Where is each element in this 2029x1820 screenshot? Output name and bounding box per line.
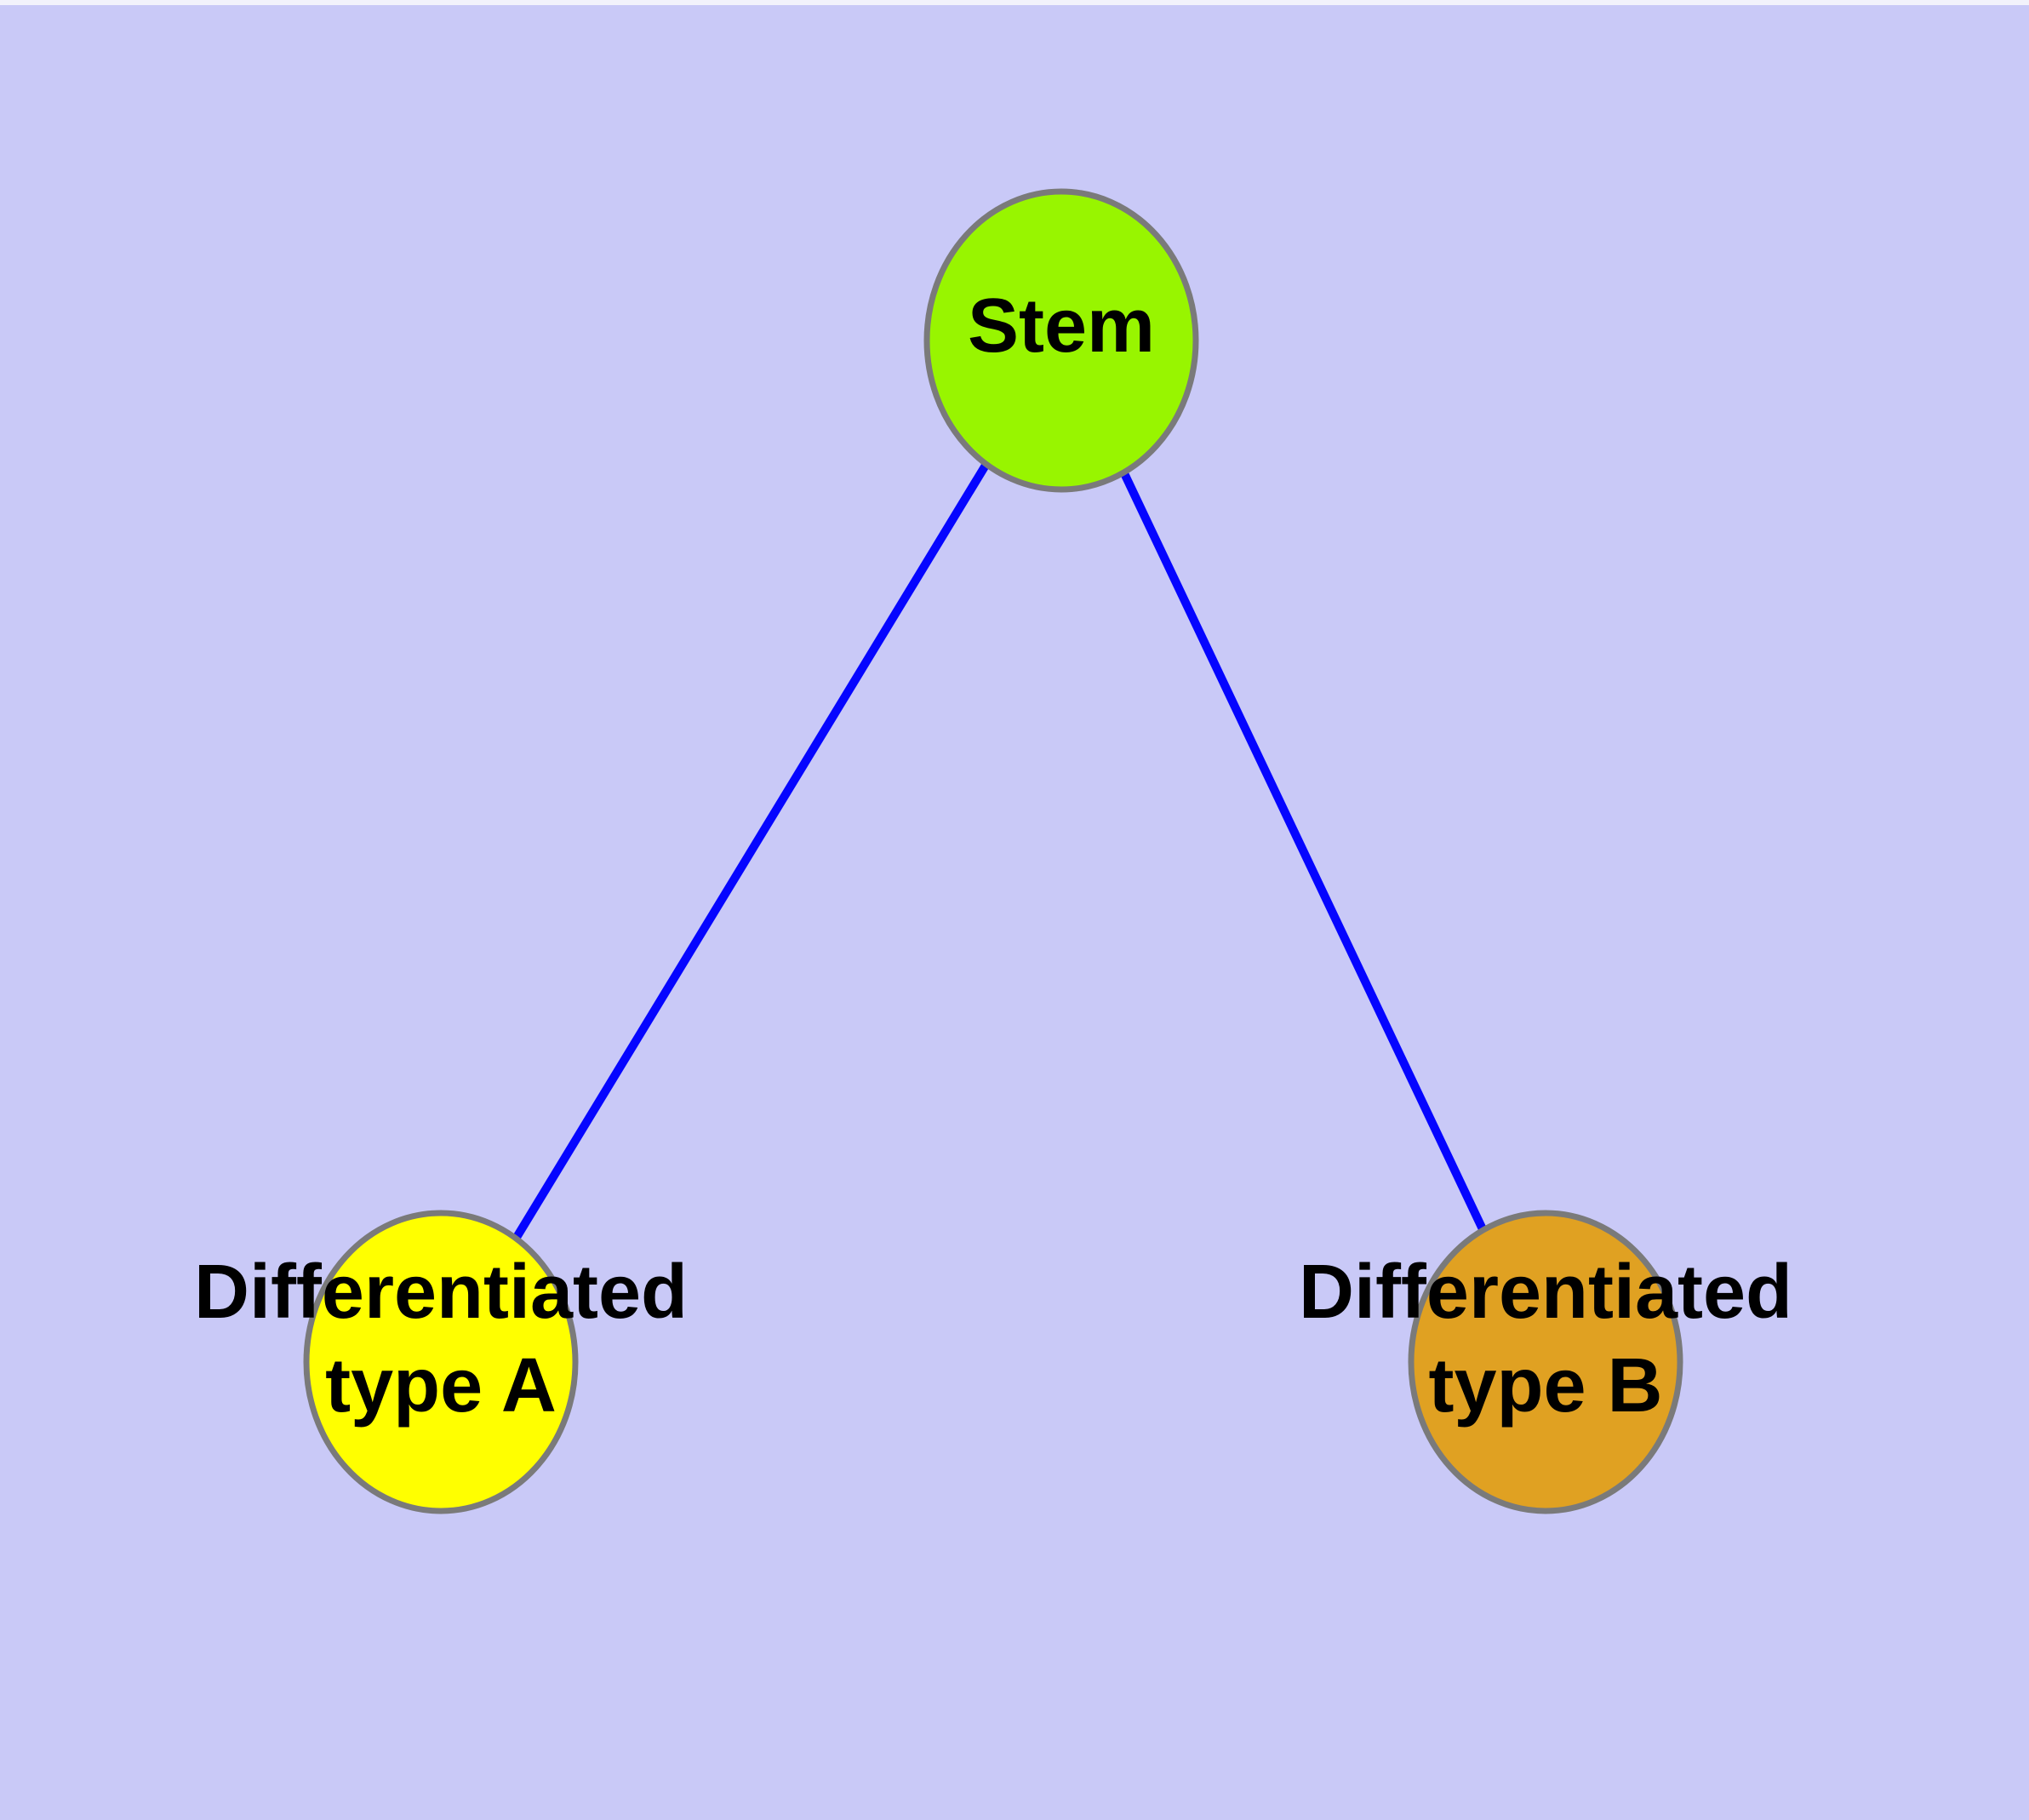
node-differentiated-type-a xyxy=(303,1210,579,1514)
node-stem xyxy=(923,188,1199,493)
edge-stem-to-type-a xyxy=(437,338,1066,1365)
node-type-a-label-line2: type A xyxy=(325,1343,557,1428)
node-type-a-label-line1: Differentiated xyxy=(194,1250,688,1335)
top-edge-strip xyxy=(0,0,2029,5)
node-type-b-label-line1: Differentiated xyxy=(1299,1250,1792,1335)
edge-stem-to-type-b xyxy=(1057,338,1550,1365)
node-type-b-label-line2: type B xyxy=(1428,1343,1662,1428)
node-stem-label: Stem xyxy=(968,283,1155,369)
node-differentiated-type-b xyxy=(1408,1210,1683,1514)
